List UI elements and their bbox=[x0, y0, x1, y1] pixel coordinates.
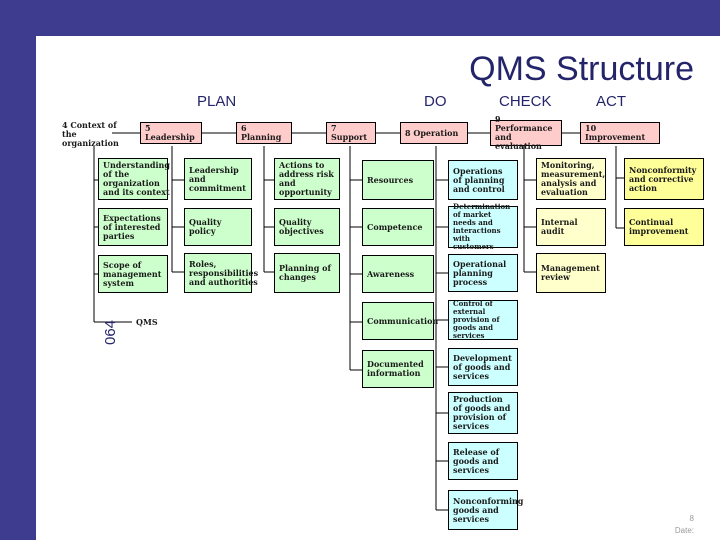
date-label: Date: bbox=[674, 526, 694, 535]
clause-6-planning: 6 Planning bbox=[236, 122, 292, 144]
box-competence: Competence bbox=[362, 208, 434, 246]
phase-act: ACT bbox=[596, 93, 626, 110]
box-quality-policy: Quality policy bbox=[184, 208, 252, 246]
box-communication: Communication bbox=[362, 302, 438, 340]
side-code-text: 064 bbox=[102, 319, 120, 346]
box-awareness: Awareness bbox=[362, 255, 434, 293]
phase-plan: PLAN bbox=[197, 93, 237, 110]
phase-do: DO bbox=[424, 93, 447, 110]
box-scope-system: Scope of management system bbox=[98, 255, 168, 293]
box-release-goods: Release of goods and services bbox=[448, 442, 518, 480]
box-production-goods: Production of goods and provision of ser… bbox=[448, 392, 518, 434]
box-nonconforming-goods: Nonconforming goods and services bbox=[448, 490, 523, 530]
clause-8-operation: 8 Operation bbox=[400, 122, 468, 144]
box-understanding-context: Understanding of the organization and it… bbox=[98, 158, 170, 200]
box-determination-market-needs: Determination of market needs and intera… bbox=[448, 203, 518, 251]
slide-title: QMS Structure bbox=[469, 50, 694, 88]
phase-check: CHECK bbox=[499, 93, 552, 110]
page-number: 8 bbox=[689, 514, 694, 523]
box-control-external-provision: Control of external provision of goods a… bbox=[448, 300, 518, 340]
clause-7-support: 7 Support bbox=[326, 122, 376, 144]
clause-9-performance: 9 Performance and evaluation bbox=[490, 115, 562, 151]
side-code: 064 bbox=[100, 312, 122, 346]
box-development-goods: Development of goods and services bbox=[448, 348, 518, 386]
box-actions-risk: Actions to address risk and opportunity bbox=[274, 158, 340, 200]
clause-4-context: 4 Context of the organization bbox=[62, 119, 119, 148]
box-management-review: Management review bbox=[536, 253, 606, 293]
box-roles-responsibilities: Roles, responsibilities and authorities bbox=[184, 253, 258, 293]
box-expectations-parties: Expectations of interested parties bbox=[98, 208, 168, 246]
box-nonconformity-corrective: Nonconformity and corrective action bbox=[624, 158, 704, 200]
box-leadership-commitment: Leadership and commitment bbox=[184, 158, 252, 200]
box-documented-information: Documented information bbox=[362, 350, 434, 388]
box-monitoring-measurement: Monitoring, measurement, analysis and ev… bbox=[536, 158, 606, 200]
top-band bbox=[0, 0, 720, 36]
box-operations-planning-control: Operations of planning and control bbox=[448, 160, 518, 200]
box-operational-planning: Operational planning process bbox=[448, 254, 518, 292]
box-resources: Resources bbox=[362, 160, 434, 200]
box-internal-audit: Internal audit bbox=[536, 208, 606, 246]
left-band bbox=[0, 0, 36, 540]
box-qms: QMS bbox=[136, 316, 158, 327]
box-planning-changes: Planning of changes bbox=[274, 253, 340, 293]
clause-5-leadership: 5 Leadership bbox=[140, 122, 202, 144]
clause-10-improvement: 10 Improvement bbox=[580, 122, 660, 144]
box-quality-objectives: Quality objectives bbox=[274, 208, 340, 246]
box-continual-improvement: Continual improvement bbox=[624, 208, 704, 246]
